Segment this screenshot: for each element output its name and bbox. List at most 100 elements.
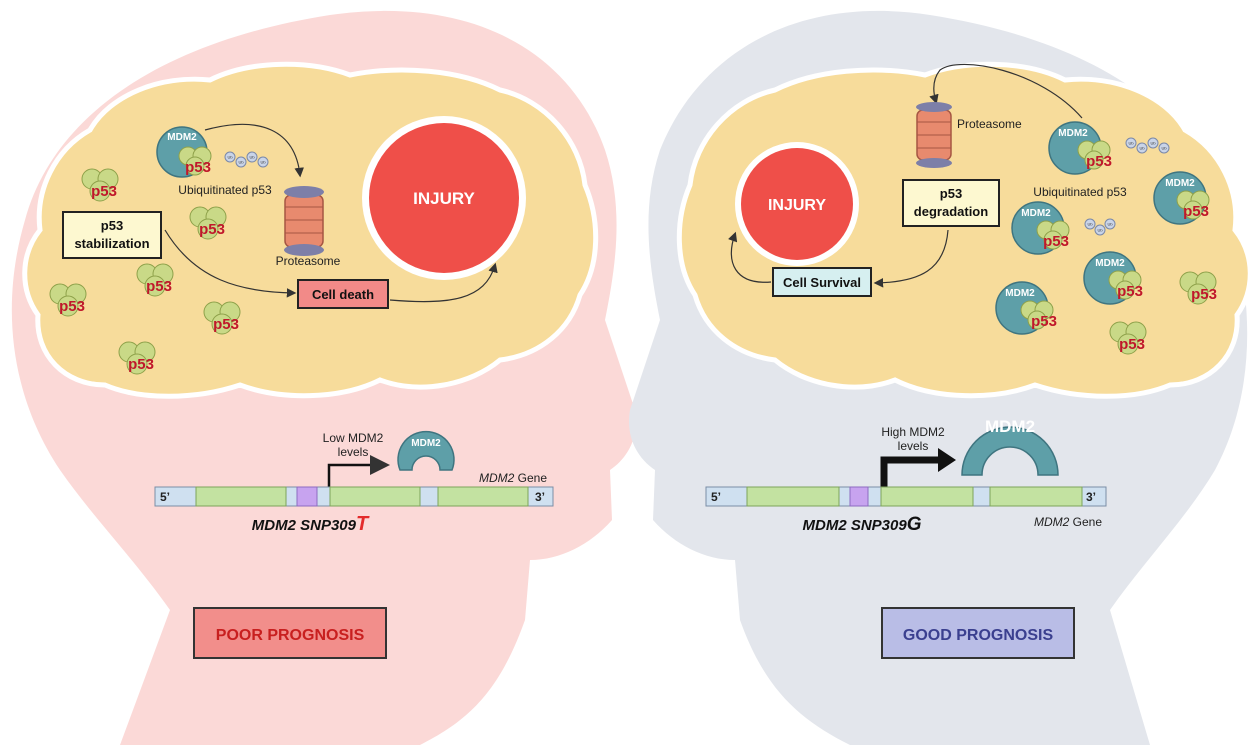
right-arrow-survival-to-injury (728, 231, 772, 283)
right-prognosis-box: GOOD PROGNOSIS (881, 607, 1075, 659)
left-cell-death-label: Cell death (312, 287, 374, 302)
right-p53-b: p53 (1109, 321, 1147, 355)
left-five-prime: 5’ (160, 490, 170, 504)
left-injury: INJURY (362, 116, 526, 280)
svg-text:p53: p53 (1191, 286, 1217, 303)
left-arrow-death-to-injury (389, 262, 498, 303)
left-gene-bar: 5’ 3’ (154, 486, 554, 507)
svg-text:MDM2: MDM2 (1005, 288, 1035, 299)
right-gene-label: MDM2 Gene (1034, 515, 1102, 529)
left-stabilization-line1: p53 (101, 218, 123, 233)
left-p53-e: p53 (203, 301, 241, 335)
left-ubiquitinated-label: Ubiquitinated p53 (178, 183, 272, 197)
svg-text:p53: p53 (213, 316, 239, 333)
right-degradation-box: p53 degradation (902, 179, 1000, 227)
left-injury-label: INJURY (413, 189, 475, 208)
right-three-prime: 3’ (1086, 490, 1096, 504)
left-arrow-mdm2-to-proteasome (204, 123, 304, 178)
svg-text:p53: p53 (1117, 283, 1143, 300)
right-cell-survival-label: Cell Survival (783, 275, 861, 290)
svg-text:Ub: Ub (1139, 146, 1145, 151)
svg-text:Ub: Ub (1150, 141, 1156, 146)
right-arrow-mdm2-to-proteasome (929, 63, 1083, 119)
right-degradation-line2: degradation (914, 204, 988, 219)
svg-text:MDM2: MDM2 (1095, 258, 1125, 269)
right-cell-survival-box: Cell Survival (772, 267, 872, 297)
left-p53-f: p53 (118, 341, 156, 375)
left-p53-a: p53 (81, 168, 119, 202)
left-p53-in-complex: p53 (178, 146, 212, 176)
right-transcription-arrow (880, 456, 940, 490)
right-prognosis-label: GOOD PROGNOSIS (903, 627, 1054, 644)
svg-text:p53: p53 (1119, 336, 1145, 353)
left-prognosis-box: POOR PROGNOSIS (193, 607, 387, 659)
svg-text:p53: p53 (1031, 313, 1057, 330)
left-cell-death-box: Cell death (297, 279, 389, 309)
svg-text:Ub: Ub (1128, 141, 1134, 146)
right-levels-line1: High MDM2 (881, 425, 945, 439)
svg-text:p53: p53 (128, 356, 154, 373)
left-proteasome-label: Proteasome (276, 254, 341, 268)
svg-text:MDM2: MDM2 (1021, 208, 1051, 219)
svg-text:Ub: Ub (1161, 146, 1167, 151)
left-p53-d: p53 (49, 283, 87, 317)
svg-text:Ub: Ub (1107, 222, 1113, 227)
right-head-panel: INJURY p53 degradation Cell Survival Pro… (629, 10, 1250, 745)
svg-text:Ub: Ub (260, 160, 266, 165)
right-snp-label: MDM2 SNP309G (803, 514, 922, 535)
right-ubiquitinated-label: Ubiquitinated p53 (1033, 185, 1127, 199)
left-p53-c: p53 (136, 263, 174, 297)
right-gene-bar: 5’ 3’ (705, 486, 1107, 507)
right-mdm2-complex-2: MDM2 p53 (1153, 171, 1210, 225)
svg-text:p53: p53 (1043, 233, 1069, 250)
right-injury-label: INJURY (768, 197, 826, 214)
right-mdm2-protein-icon: MDM2 (961, 417, 1059, 476)
left-stabilization-box: p53 stabilization (62, 211, 162, 259)
left-three-prime: 3’ (535, 490, 545, 504)
right-mdm2-complex-1: MDM2 p53 Ub Ub Ub Ub (1048, 121, 1170, 175)
left-arrow-stabilization-to-death (164, 229, 297, 298)
left-mdm2-protein-icon: MDM2 (397, 430, 455, 471)
left-levels-line1: Low MDM2 (323, 431, 384, 445)
right-mdm2-complex-4: MDM2 p53 (1083, 251, 1143, 305)
svg-text:p53: p53 (1086, 153, 1112, 170)
right-mdm2-complex-5: MDM2 p53 (995, 281, 1057, 335)
left-proteasome-icon (284, 186, 324, 256)
left-p53-b: p53 (189, 206, 227, 240)
right-five-prime: 5’ (711, 490, 721, 504)
left-p53-in-complex-label: p53 (185, 159, 211, 176)
left-mdm2-label: MDM2 (167, 132, 197, 143)
svg-text:p53: p53 (91, 183, 117, 200)
right-degradation-line1: p53 (940, 186, 962, 201)
left-mdm2-complex: MDM2 p53 Ub Ub Ub Ub (156, 126, 269, 178)
svg-text:Ub: Ub (1097, 228, 1103, 233)
svg-text:Ub: Ub (1087, 222, 1093, 227)
svg-text:p53: p53 (1183, 203, 1209, 220)
right-arrow-degradation-to-survival (873, 229, 949, 288)
svg-text:Ub: Ub (238, 160, 244, 165)
left-head-panel: INJURY p53 stabilization Cell death Prot… (11, 10, 636, 745)
right-p53-a: p53 (1179, 271, 1217, 305)
left-gene-label: MDM2 Gene (479, 471, 547, 485)
left-ubiquitin-chain: Ub Ub Ub Ub (224, 151, 269, 168)
svg-text:p53: p53 (146, 278, 172, 295)
svg-text:MDM2: MDM2 (1058, 128, 1088, 139)
right-mdm2-icon-label: MDM2 (985, 417, 1035, 436)
right-proteasome-label: Proteasome (957, 117, 1022, 131)
left-stabilization-line2: stabilization (74, 236, 149, 251)
right-injury: INJURY (735, 142, 859, 266)
left-transcription-arrow (327, 455, 390, 490)
left-snp-label: MDM2 SNP309T (252, 513, 370, 535)
svg-text:MDM2: MDM2 (1165, 178, 1195, 189)
svg-text:p53: p53 (199, 221, 225, 238)
left-mdm2-icon-label: MDM2 (411, 438, 441, 449)
left-prognosis-label: POOR PROGNOSIS (216, 627, 365, 644)
left-levels-line2: levels (338, 445, 369, 459)
svg-text:p53: p53 (59, 298, 85, 315)
right-levels-line2: levels (898, 439, 929, 453)
right-mdm2-complex-3: MDM2 p53 Ub Ub Ub (1011, 201, 1116, 255)
svg-text:Ub: Ub (249, 155, 255, 160)
right-proteasome-icon (916, 102, 952, 168)
svg-text:Ub: Ub (227, 155, 233, 160)
